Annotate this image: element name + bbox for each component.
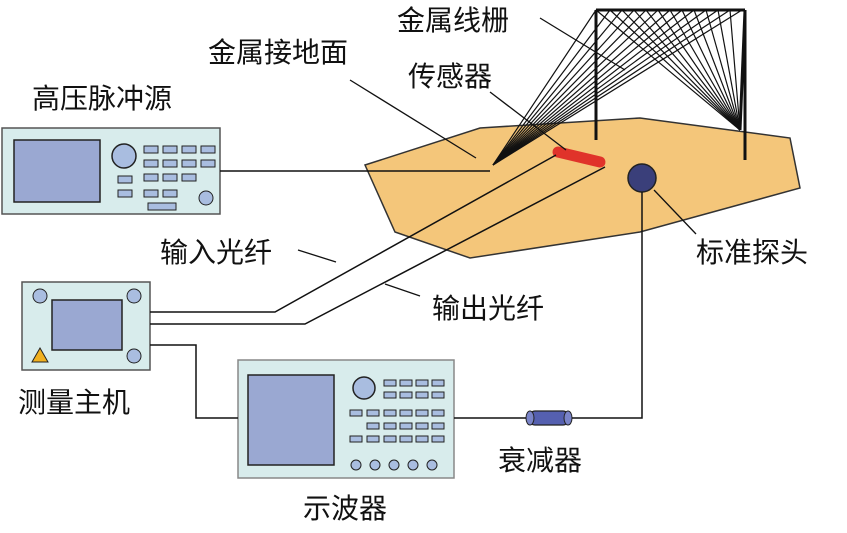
- label-sensor: 传感器: [408, 60, 492, 93]
- hv-pulse-source: [1, 127, 221, 215]
- leader-input-fiber: [297, 249, 337, 263]
- label-output-fiber: 输出光纤: [432, 292, 544, 325]
- label-oscilloscope: 示波器: [303, 492, 387, 525]
- host-scope-cable: [150, 344, 238, 419]
- leader-metal-ground: [349, 79, 477, 159]
- oscilloscope: [237, 359, 455, 479]
- label-metal-grid: 金属线栅: [397, 4, 509, 37]
- attenuator: [525, 410, 573, 426]
- metal-wire-grid: [492, 8, 747, 166]
- label-input-fiber: 输入光纤: [160, 236, 272, 269]
- leader-sensor: [489, 91, 567, 151]
- label-hv-pulse-source: 高压脉冲源: [32, 82, 172, 115]
- warning-triangle-icon: [31, 346, 49, 363]
- attenuator-probe-cable: [572, 192, 643, 419]
- measurement-host: [21, 281, 151, 371]
- label-metal-ground: 金属接地面: [208, 36, 348, 69]
- leader-metal-grid: [539, 17, 626, 71]
- leader-standard-probe: [653, 189, 697, 235]
- leader-output-fiber: [384, 283, 421, 297]
- label-standard-probe: 标准探头: [696, 236, 808, 269]
- standard-probe: [627, 163, 657, 193]
- label-measurement-host: 测量主机: [18, 386, 130, 419]
- input-fiber: [150, 154, 557, 313]
- label-attenuator: 衰减器: [498, 444, 582, 477]
- sensor: [552, 146, 606, 168]
- output-fiber: [150, 166, 606, 325]
